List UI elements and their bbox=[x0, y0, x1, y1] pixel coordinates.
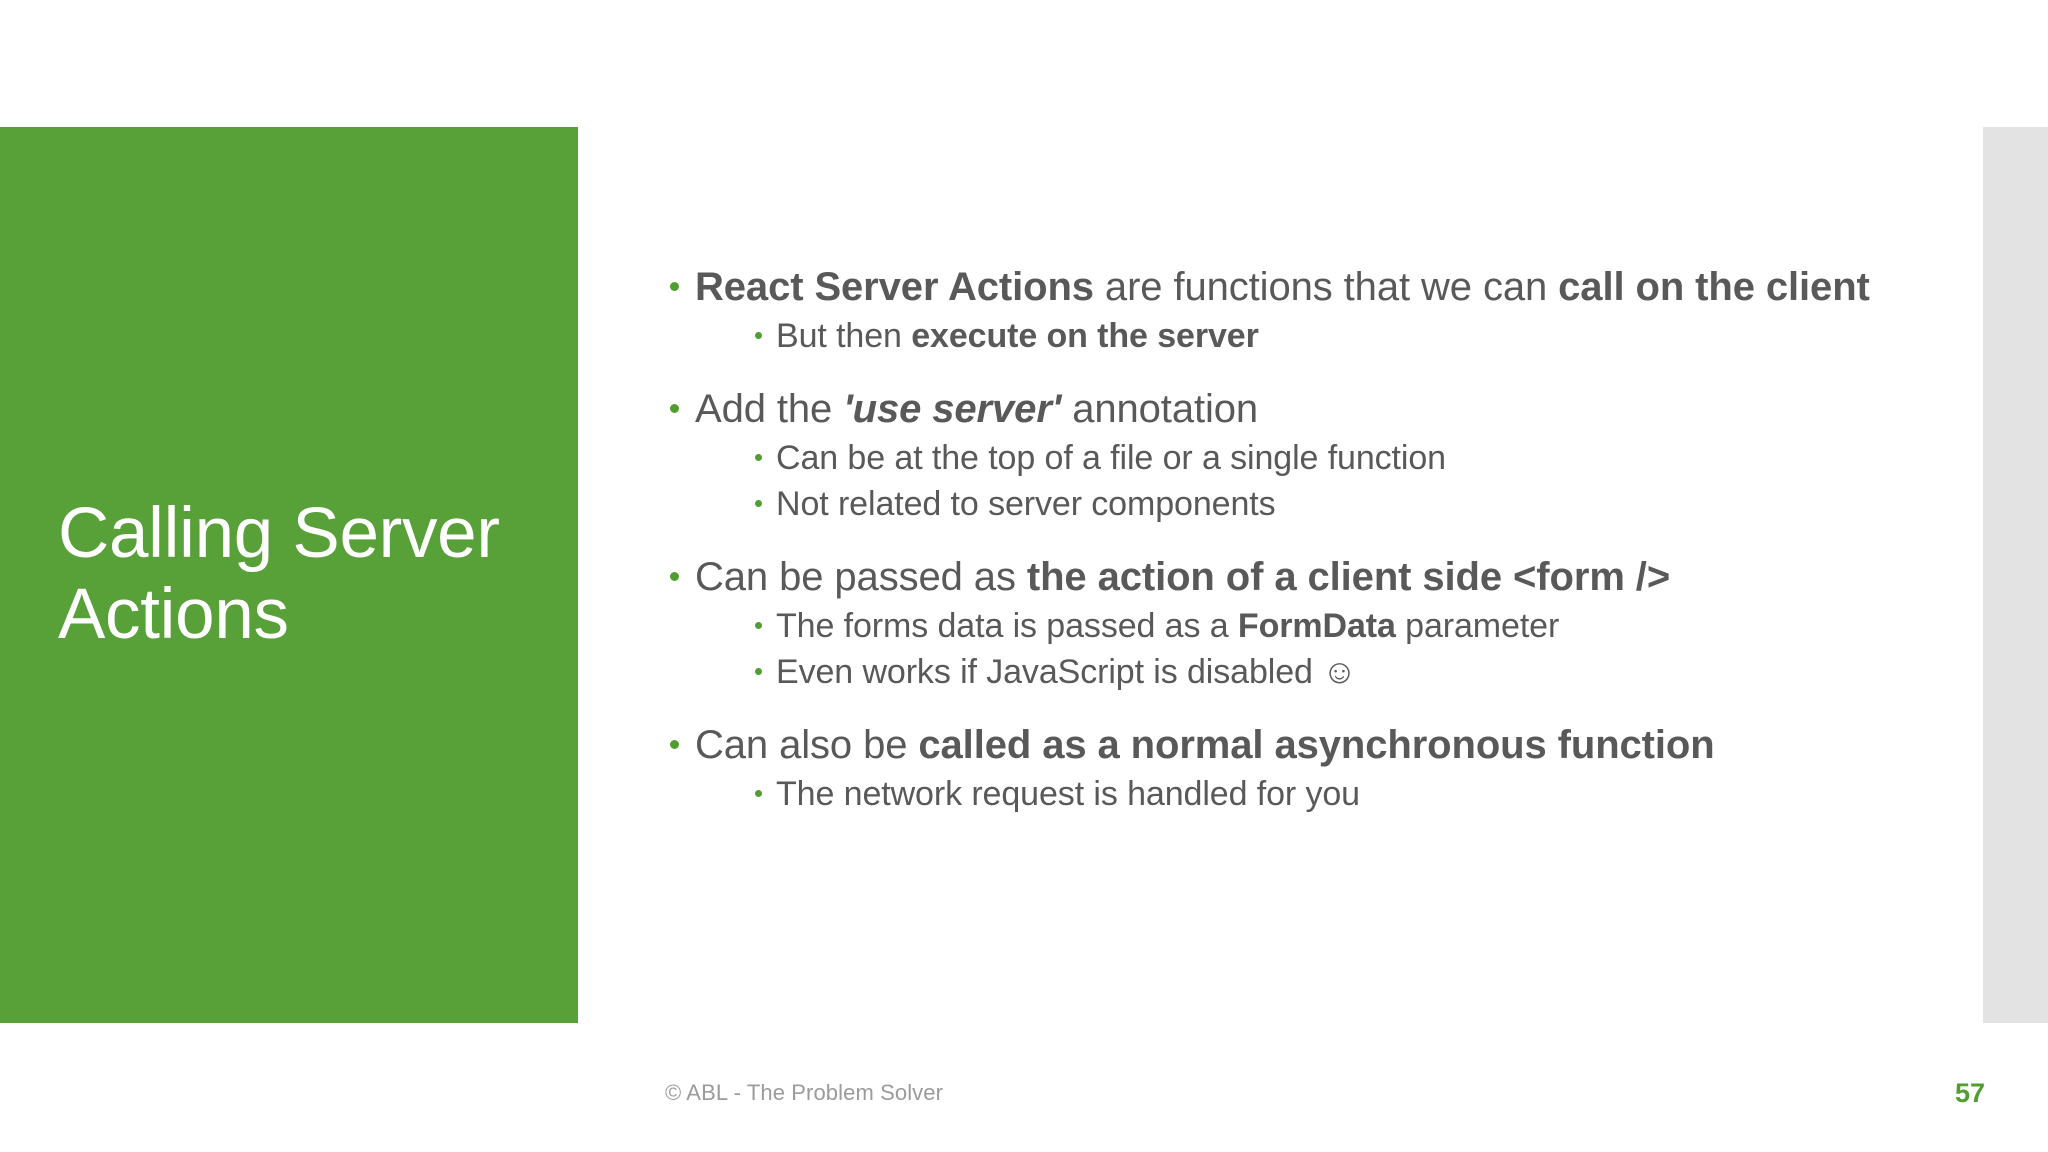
bullet-text-bold: called as a normal asynchronous function bbox=[918, 723, 1715, 767]
bullet-text-bold: FormData bbox=[1237, 607, 1396, 645]
smiley-face-icon: ☺ bbox=[1322, 653, 1357, 691]
bullet-dot-icon bbox=[755, 500, 762, 507]
bullet-text-bold: call on the client bbox=[1558, 265, 1870, 309]
bullet-text: Add the 'use server' annotation bbox=[695, 384, 1258, 434]
bullet-item-level-2: The forms data is passed as a FormData p… bbox=[660, 604, 1960, 648]
bullet-text-plain: Can be at the top of a file or a single … bbox=[776, 439, 1446, 477]
bullet-item-level-1: Can also be called as a normal asynchron… bbox=[660, 720, 1960, 770]
bullet-text: Even works if JavaScript is disabled ☺ bbox=[776, 650, 1357, 694]
bullet-item-level-1: Can be passed as the action of a client … bbox=[660, 552, 1960, 602]
bullet-dot-icon bbox=[755, 332, 762, 339]
bullet-text: Can be passed as the action of a client … bbox=[695, 552, 1670, 602]
bullet-text: React Server Actions are functions that … bbox=[695, 262, 1870, 312]
page-number: 57 bbox=[1955, 1078, 1986, 1108]
bullet-dot-icon bbox=[755, 790, 762, 797]
bullet-dot-icon bbox=[670, 740, 679, 749]
bullet-item-level-1: Add the 'use server' annotation bbox=[660, 384, 1960, 434]
bullet-list: React Server Actions are functions that … bbox=[660, 262, 1960, 818]
bullet-text: The forms data is passed as a FormData p… bbox=[776, 604, 1559, 648]
bullet-text-bold: the action of a client side <form /> bbox=[1026, 555, 1671, 599]
bullet-item-level-1: React Server Actions are functions that … bbox=[660, 262, 1960, 312]
bullet-dot-icon bbox=[670, 404, 679, 413]
bullet-text: The network request is handled for you bbox=[776, 772, 1360, 816]
bullet-text-bold-italic: 'use server' bbox=[843, 387, 1062, 431]
bullet-item-level-2: But then execute on the server bbox=[660, 314, 1960, 358]
bullet-group-spacer bbox=[660, 360, 1960, 384]
bullet-group-spacer bbox=[660, 528, 1960, 552]
bullet-text: But then execute on the server bbox=[776, 314, 1259, 358]
bullet-text-plain: parameter bbox=[1395, 607, 1560, 645]
bullet-item-level-2: The network request is handled for you bbox=[660, 772, 1960, 816]
bullet-text-plain: annotation bbox=[1061, 387, 1259, 431]
bullet-text-plain: Can be passed as bbox=[695, 555, 1027, 599]
bullet-text-plain: are functions that we can bbox=[1093, 265, 1559, 309]
right-accent-bar bbox=[1983, 127, 2048, 1023]
bullet-dot-icon bbox=[755, 622, 762, 629]
bullet-item-level-2: Can be at the top of a file or a single … bbox=[660, 436, 1960, 480]
bullet-text: Not related to server components bbox=[776, 482, 1276, 526]
footer-copyright: © ABL - The Problem Solver bbox=[665, 1080, 944, 1105]
bullet-text-plain: Even works if JavaScript is disabled bbox=[776, 653, 1323, 691]
bullet-text-plain: The network request is handled for you bbox=[776, 775, 1360, 813]
bullet-dot-icon bbox=[670, 572, 679, 581]
bullet-text-bold: React Server Actions bbox=[695, 265, 1094, 309]
bullet-text-plain: Not related to server components bbox=[776, 485, 1276, 523]
bullet-text-plain: Add the bbox=[695, 387, 844, 431]
bullet-text-plain: But then bbox=[776, 317, 912, 355]
bullet-group-spacer bbox=[660, 696, 1960, 720]
bullet-text-bold: execute on the server bbox=[911, 317, 1259, 355]
bullet-dot-icon bbox=[755, 668, 762, 675]
bullet-item-level-2: Not related to server components bbox=[660, 482, 1960, 526]
bullet-item-level-2: Even works if JavaScript is disabled ☺ bbox=[660, 650, 1960, 694]
bullet-text: Can be at the top of a file or a single … bbox=[776, 436, 1446, 480]
bullet-text-plain: The forms data is passed as a bbox=[776, 607, 1238, 645]
title-panel: Calling Server Actions bbox=[0, 127, 578, 1023]
bullet-dot-icon bbox=[755, 454, 762, 461]
bullet-text: Can also be called as a normal asynchron… bbox=[695, 720, 1715, 770]
slide-title: Calling Server Actions bbox=[58, 494, 500, 654]
bullet-dot-icon bbox=[670, 282, 679, 291]
bullet-text-plain: Can also be bbox=[695, 723, 919, 767]
